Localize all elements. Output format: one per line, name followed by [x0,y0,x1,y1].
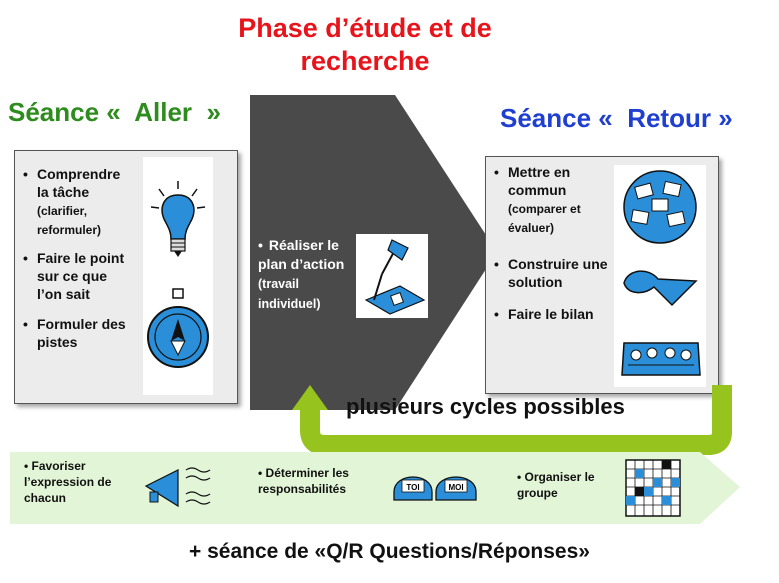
retour-panel: Mettre en commun (comparer et évaluer) C… [485,156,719,394]
megaphone-icon [144,467,211,508]
retour-icon-box [614,165,706,387]
band-item-responsibilities: • Déterminer les responsabilités [258,466,349,496]
band-item-organize: • Organiser le groupe [517,470,595,500]
phase-icon-box [356,234,428,318]
phase-title: Phase d’étude et de recherche [238,13,492,76]
aller-item-understand: Comprendre la tâche (clarifier, reformul… [15,165,135,239]
phase-arrow-text: •Réaliser le plan d’action (travail indi… [258,237,345,311]
folded-paper-icon [623,270,698,307]
grid-icon [625,459,681,517]
phase-sub-text: (travail individuel) [258,277,321,311]
desk-lamp-icon [364,239,426,315]
phase-main-text: Réaliser le plan d’action [258,237,345,272]
shared-documents-icon [623,170,697,244]
aller-item-tracks: Formuler des pistes [15,315,135,351]
retour-item-build: Construire une solution [486,255,614,291]
aller-item-point: Faire le point sur ce que l’on sait [15,249,135,303]
cycle-label: plusieurs cycles possibles [346,394,625,419]
footer-text: + séance de «Q/R Questions/Réponses» [189,540,590,563]
compass-icon [147,288,209,368]
retour-title: Séance « Retour » [500,103,733,133]
cap-label-moi: MOI [448,483,463,492]
retour-item-share: Mettre en commun (comparer et évaluer) [486,163,614,237]
aller-title: Séance « Aller » [8,97,221,127]
retour-item-review: Faire le bilan [486,305,614,323]
lightbulb-icon [150,181,206,257]
cap-label-toi: TOI [406,483,419,492]
aller-panel: Comprendre la tâche (clarifier, reformul… [14,150,238,404]
meeting-icon [621,342,701,376]
caps-icon: TOI MOI [393,476,477,501]
band-item-expression: • Favoriser l’expression de chacun [24,459,112,505]
aller-icon-box [143,157,213,395]
